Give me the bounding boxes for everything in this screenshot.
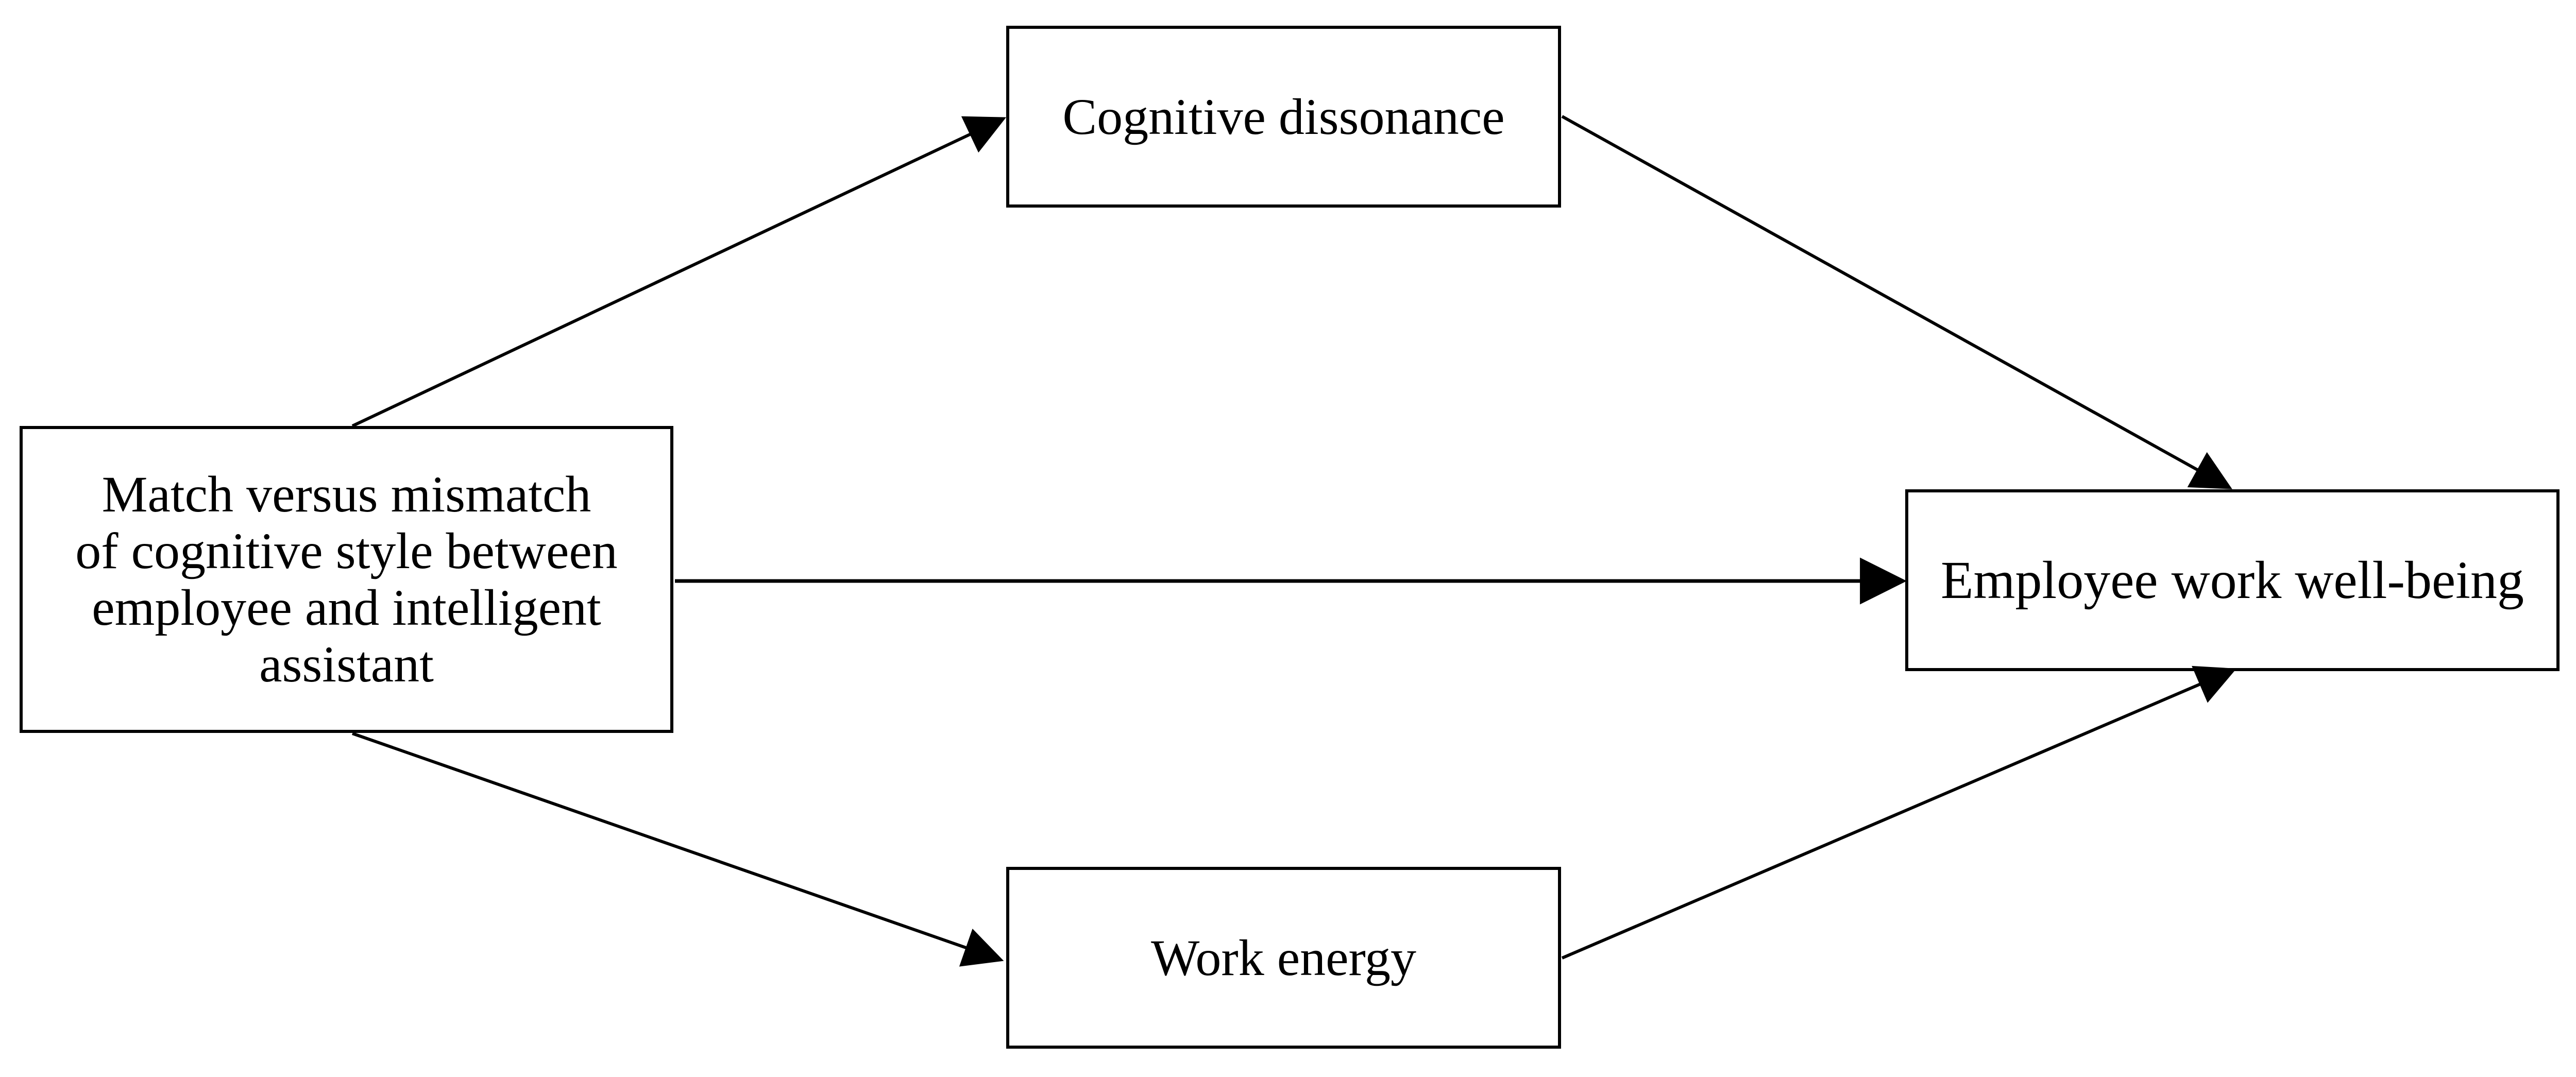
predictor-label-line-1: Match versus mismatch [101, 466, 591, 523]
node-cognitive-dissonance-box: Cognitive dissonance [1006, 26, 1561, 208]
work-energy-label: Work energy [1151, 929, 1416, 986]
cognitive-dissonance-label: Cognitive dissonance [1062, 88, 1505, 145]
predictor-label-line-3: employee and intelligent [92, 579, 601, 636]
employee-wellbeing-label: Employee work well-being [1940, 550, 2524, 610]
predictor-label-line-4: assistant [259, 636, 434, 693]
node-predictor-box: Match versus mismatch of cognitive style… [20, 426, 673, 733]
edge-cognitive-dissonance-to-outcome-arrow [1561, 115, 2232, 489]
edge-work-energy-to-outcome-arrow [1561, 665, 2237, 960]
edge-predictor-to-work-energy-arrow [352, 732, 1004, 967]
node-work-energy-box: Work energy [1006, 867, 1561, 1049]
node-employee-wellbeing-box: Employee work well-being [1905, 489, 2560, 671]
edge-predictor-to-cognitive-dissonance-arrow [351, 116, 1007, 428]
predictor-label-line-2: of cognitive style between [75, 522, 618, 579]
